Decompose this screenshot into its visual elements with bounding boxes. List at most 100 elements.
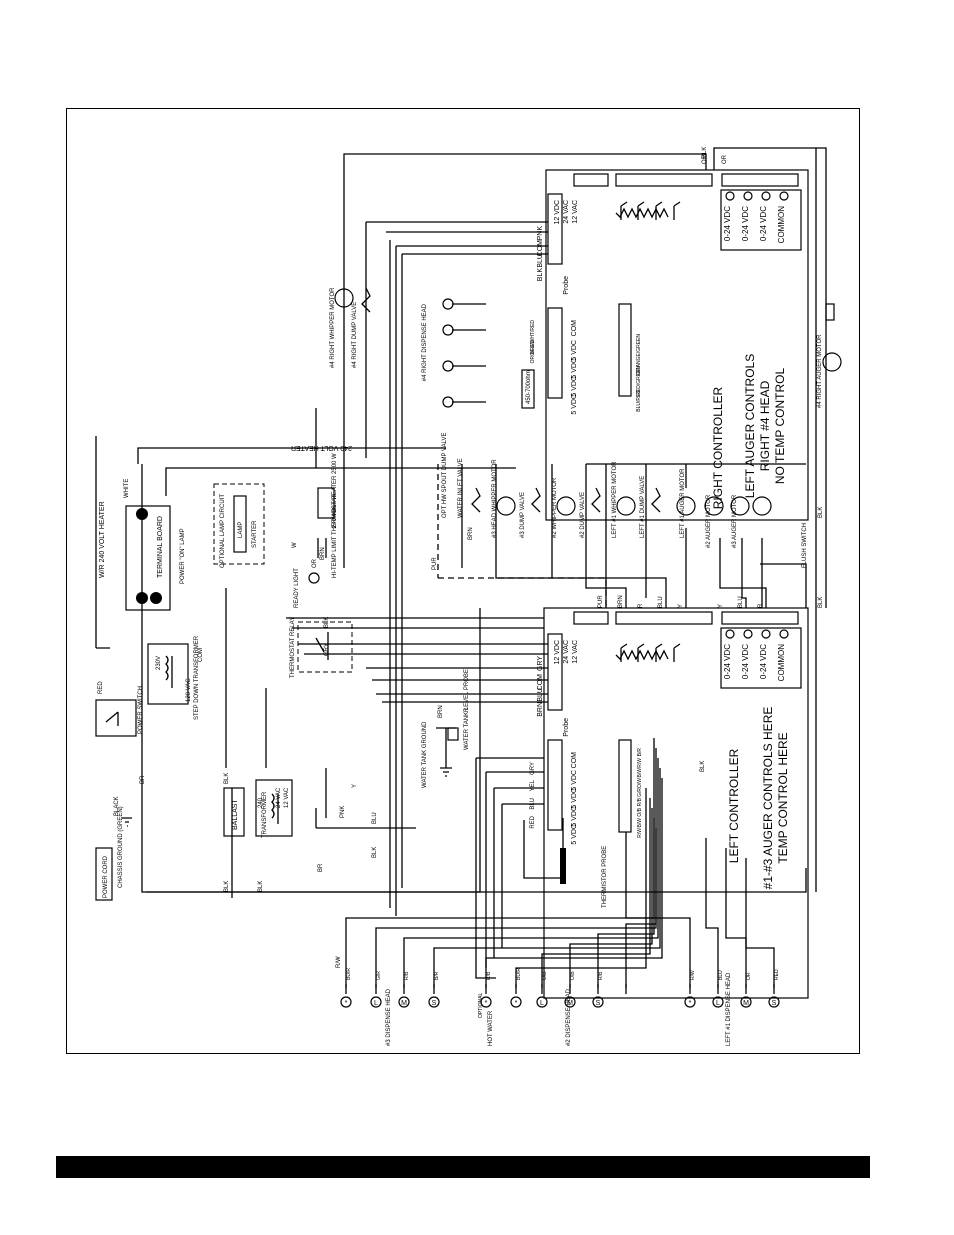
water-tank-ground-label: WATER TANK GROUND <box>422 721 428 788</box>
svg-text:BLK: BLK <box>818 507 824 518</box>
left-controller-note2: TEMP CONTROL HERE <box>776 732 790 863</box>
water-inlet-label: WATER INLET VALVE <box>458 458 464 518</box>
svg-text:BRN: BRN <box>438 705 444 718</box>
whipper3-label: #3 HEAD WHIPPER MOTOR <box>492 459 498 538</box>
left-ctrl-connector-c <box>721 611 799 625</box>
thermostat-relay-label: THERMOSTAT RELAY <box>290 617 296 678</box>
auger1-label: LEFT #1 AUGER MOTOR <box>680 468 686 538</box>
right-auger-t4: COMMON <box>777 206 786 244</box>
transformer <box>255 779 293 837</box>
water-tank-probe-label: WATER TANK LEVEL PROBE <box>464 669 470 750</box>
svg-text:BLK: BLK <box>700 761 706 772</box>
svg-text:B/R: B/R <box>434 971 440 980</box>
right-power-t3: 24 VAC <box>563 200 570 224</box>
relay-contacts <box>315 632 329 660</box>
left-power-t6: BLU <box>537 688 544 702</box>
svg-text:R/B: R/B <box>404 971 410 980</box>
left-relay-contacts <box>615 643 681 662</box>
terminal-board-label: TERMINAL BOARD <box>157 516 164 578</box>
left-power-t2: GRY <box>537 656 544 671</box>
chassis-ground-label: CHASSIS GROUND (GREEN) <box>118 806 124 888</box>
svg-text:BLK: BLK <box>702 147 708 158</box>
step-down-com: COM <box>198 648 204 662</box>
svg-text:RED: RED <box>774 969 780 980</box>
main-wiring <box>95 147 827 979</box>
svg-text:BLK: BLK <box>224 773 230 784</box>
bottom-connector-symbol: S <box>432 1000 437 1007</box>
hi-temp-symbol <box>317 538 327 558</box>
ready-light-label: READY LIGHT <box>294 568 300 608</box>
diagram-frame <box>66 108 860 1054</box>
terminal-board <box>125 505 171 611</box>
water-tank-probe <box>447 727 459 741</box>
svg-text:Y: Y <box>352 784 358 788</box>
bottom-connector-circle <box>370 996 382 1008</box>
svg-text:BLU: BLU <box>372 812 378 824</box>
transformer-240: 240 <box>258 797 264 808</box>
right-power-t6: BLU <box>537 254 544 268</box>
terminal-board-pin-w <box>136 508 148 520</box>
left-head-terminal-block <box>547 739 563 831</box>
svg-text:BLK: BLK <box>372 847 378 858</box>
right-controller-box <box>545 169 809 521</box>
svg-text:BU/R: BU/R <box>516 968 522 980</box>
right-relay-contacts <box>615 201 681 220</box>
bottom-connector-symbol: M <box>567 1000 573 1007</box>
right-controller-note3: NO TEMP CONTROL <box>773 368 787 485</box>
whipper1-label: LEFT #1 WHIPPER MOTOR <box>612 461 618 538</box>
left-auger-t3: 0-24 VDC <box>759 644 768 679</box>
right-dump-valve-symbol <box>361 287 371 313</box>
svg-text:R/B: R/B <box>598 971 604 980</box>
svg-text:Y: Y <box>678 604 684 608</box>
right-head-t3: 5 VDC <box>571 358 578 379</box>
left-head-wire-4: RED <box>530 815 536 828</box>
bottom-connector-circle <box>398 996 410 1008</box>
left-controller-title: LEFT CONTROLLER <box>727 748 741 863</box>
right-auger-capacitor <box>825 303 835 321</box>
transformer-12vac: 12 VAC <box>284 787 290 808</box>
bottom-connector-symbol: * <box>485 1000 488 1007</box>
bottom-connector-symbol: M <box>401 1000 407 1007</box>
left-head-wire-1: GRY <box>530 762 536 775</box>
svg-text:R/B: R/B <box>637 797 643 806</box>
step-down-230v: 230V <box>156 656 162 670</box>
right-resistor-label: 450-700ohm <box>526 370 532 404</box>
svg-text:BRN: BRN <box>618 595 624 608</box>
bottom-connector-symbol: S <box>772 1000 777 1007</box>
opt-hw-label: OPT HW SPOUT DUMP VALVE <box>442 433 448 518</box>
right-head-connector <box>618 303 632 397</box>
right-ctrl-connector-b <box>615 173 713 187</box>
bottom-connector-circle <box>740 996 752 1008</box>
transformer-label: TRANSFORMER <box>262 791 268 838</box>
svg-text:O/B: O/B <box>570 971 576 980</box>
water-tank-ground-symbol <box>436 727 456 777</box>
bottom-connector-symbol: * <box>689 1000 692 1007</box>
right-head-wire-3: ORANGE/GREEN <box>636 334 642 375</box>
power-switch[interactable] <box>95 699 137 737</box>
dump1-label: LEFT #1 DUMP VALVE <box>640 476 646 538</box>
bottom-wiring <box>345 738 775 988</box>
dump3-label: #3 DUMP VALVE <box>520 492 526 538</box>
bottom-connector-symbol: * <box>345 1000 348 1007</box>
svg-text:R/W: R/W <box>690 970 696 980</box>
white-label: WHITE <box>124 479 130 498</box>
svg-text:B/R: B/R <box>637 748 643 757</box>
bottom-group-hot-label: HOT WATER <box>488 1010 494 1046</box>
power-on-lamp-label: POWER "ON" LAMP <box>180 528 186 584</box>
heater-element <box>317 487 335 519</box>
svg-text:BU/R: BU/R <box>346 968 352 980</box>
right-power-terminal-block <box>547 193 563 265</box>
auger2-label: #2 AUGER MOTOR <box>706 494 712 548</box>
right-ctrl-connector-a <box>573 173 609 187</box>
right-head-t2: 5 VDC <box>571 340 578 361</box>
bottom-group-hot-optional: OPTIONAL <box>478 992 484 1018</box>
svg-text:BLU: BLU <box>718 970 724 980</box>
right-dump-label: #4 RIGHT DUMP VALVE <box>352 302 358 368</box>
power-cord <box>95 847 113 901</box>
right-head-wire-4: RED/GREEN <box>636 366 642 396</box>
bottom-connector-symbol: L <box>716 1000 720 1007</box>
right-dispense-head-pins <box>442 298 486 408</box>
wiring-diagram: 0-24 VDC 0-24 VDC 0-24 VDC COMMON 12 VDC… <box>95 147 842 1046</box>
bottom-connector-circle <box>428 996 440 1008</box>
right-auger-label: #4 RIGHT AUGER MOTOR <box>817 334 823 408</box>
